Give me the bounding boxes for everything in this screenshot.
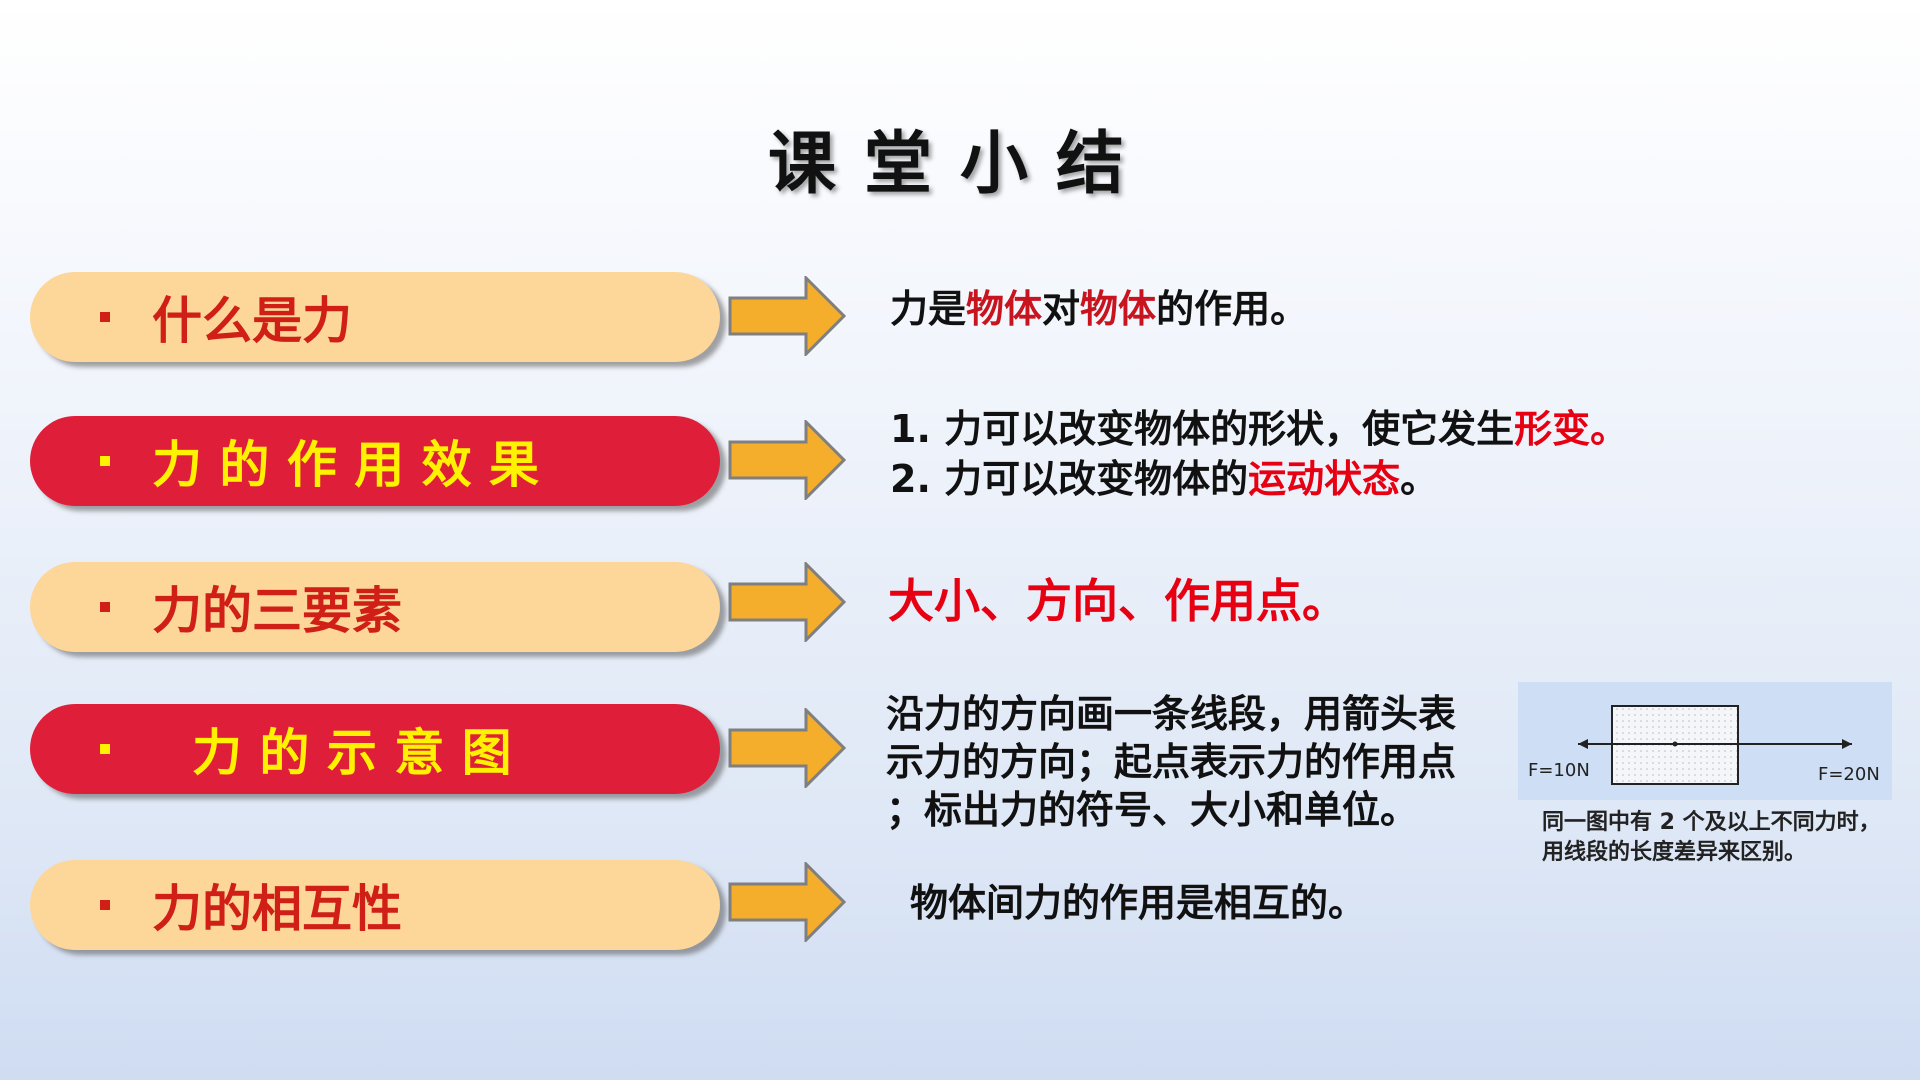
force-diagram-drawing [1578, 705, 1852, 785]
topic-pill-three-elements[interactable]: 力的三要素 [30, 562, 720, 652]
topic-pill-what-is-force[interactable]: 什么是力 [30, 272, 720, 362]
bullet-icon [100, 456, 110, 466]
effect-line-2: 2. 力可以改变物体的运动状态。 [890, 457, 1439, 501]
topic-label: 什么是力 [152, 292, 352, 350]
bullet-icon [100, 312, 110, 322]
diagram-note: 同一图中有 2 个及以上不同力时，用线段的长度差异来区别。 [1542, 810, 1881, 865]
topic-label: 力的相互性 [152, 880, 402, 938]
bullet-icon [100, 744, 110, 754]
right-arrow-icon [728, 562, 846, 642]
bullet-icon [100, 900, 110, 910]
page-title: 课堂小结 [767, 124, 1152, 204]
diagram-description: 沿力的方向画一条线段，用箭头表 示力的方向；起点表示力的作用点 ；标出力的符号、… [886, 692, 1457, 832]
bullet-icon [100, 602, 110, 612]
topic-label: 力的三要素 [152, 582, 402, 640]
right-arrow-icon [728, 708, 846, 788]
right-arrow-icon [728, 420, 846, 500]
right-arrow-icon [728, 276, 846, 356]
left-force-label: F=10N [1528, 760, 1590, 781]
topic-pill-force-diagram[interactable]: 力 的 示 意 图 [30, 704, 720, 794]
three-elements-text: 大小、方向、作用点。 [888, 574, 1348, 628]
effect-line-1: 1. 力可以改变物体的形状，使它发生形变。 [890, 407, 1629, 451]
topic-label: 力 的 示 意 图 [192, 724, 512, 782]
right-force-label: F=20N [1818, 764, 1880, 785]
mutuality-text: 物体间力的作用是相互的。 [910, 881, 1367, 925]
topic-pill-mutuality[interactable]: 力的相互性 [30, 860, 720, 950]
definition-text: 力是物体对物体的作用。 [890, 287, 1309, 331]
effects-text: 1. 力可以改变物体的形状，使它发生形变。 2. 力可以改变物体的运动状态。 [890, 404, 1628, 504]
force-diagram: F=10N F=20N [1518, 682, 1892, 800]
right-arrow-icon [728, 862, 846, 942]
topic-pill-effects-of-force[interactable]: 力 的 作 用 效 果 [30, 416, 720, 506]
topic-label: 力 的 作 用 效 果 [152, 436, 540, 494]
